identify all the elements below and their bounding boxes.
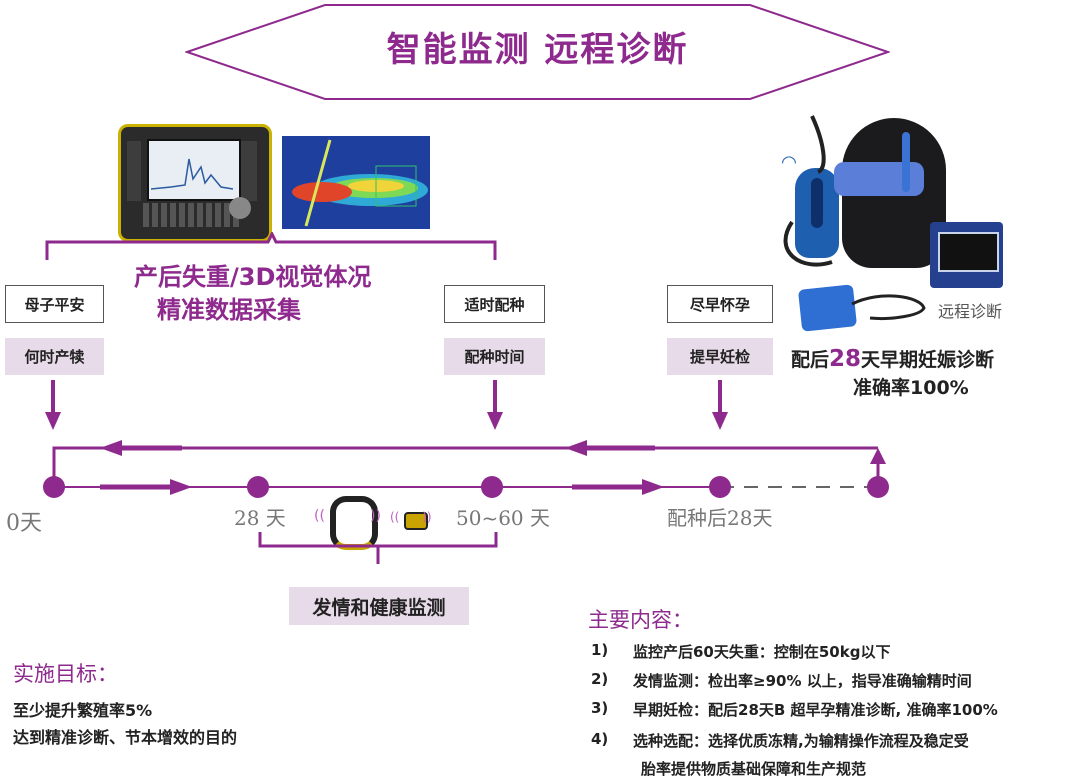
- down-arrow-1: [45, 380, 61, 430]
- goal-item-1: 至少提升繁殖率5%: [13, 701, 153, 720]
- remote-diagnosis-label: 远程诊断: [938, 302, 1003, 321]
- 3d-vision-heatmap-image: [282, 136, 430, 229]
- stage-tag-breeding-time: 配种时间: [444, 338, 545, 375]
- return-arrow-left-2: [565, 440, 655, 456]
- down-arrow-2: [487, 380, 503, 430]
- content-item-text: 发情监测：检出率≥90% 以上，指导准确输精时间: [633, 672, 972, 690]
- down-arrow-3: [712, 380, 728, 430]
- stage-tag-early-pregnancy-check: 提早妊检: [667, 338, 773, 375]
- caption-prefix: 配后: [791, 349, 830, 371]
- timeline-node-after-breeding: [709, 476, 731, 498]
- handheld-ultrasound-cable: [851, 294, 926, 320]
- stage-tag-calving-time: 何时产犊: [5, 338, 104, 375]
- stage-box-calving: 母子平安: [5, 285, 104, 323]
- page-title: 智能监测 远程诊断: [386, 30, 689, 70]
- return-arrow-left-1: [100, 440, 182, 456]
- content-item-number: 1): [591, 641, 609, 659]
- handheld-scanner-image: [118, 124, 272, 242]
- ultrasound-probe-image: [795, 168, 839, 258]
- ultrasound-headset-image: [834, 118, 946, 268]
- content-item-text: 监控产后60天失重：控制在50kg以下: [633, 643, 891, 661]
- ear-tag-sensor-image: [404, 512, 428, 530]
- content-item-number: 2): [591, 670, 609, 688]
- data-collection-caption-line1: 产后失重/3D视觉体况: [134, 263, 372, 291]
- timeline-label-after-breeding: 配种后28天: [667, 506, 773, 530]
- content-heading: 主要内容：: [588, 608, 693, 632]
- signal-waves-left: ((: [314, 508, 325, 524]
- stage-box-early-pregnancy: 尽早怀孕: [667, 285, 773, 323]
- goal-item-2: 达到精准诊断、节本增效的目的: [13, 728, 238, 747]
- timeline-node-50-60: [481, 476, 503, 498]
- timeline-node-0: [43, 476, 65, 498]
- forward-arrow-1: [100, 479, 192, 495]
- stage-box-timely-breeding: 适时配种: [444, 285, 545, 323]
- pregnancy-diagnosis-caption-line2: 准确率100%: [853, 377, 969, 399]
- timeline-label-day0: 0天: [6, 511, 42, 536]
- caption-suffix: 天早期妊娠诊断: [861, 349, 995, 371]
- content-list: 1) 监控产后60天失重：控制在50kg以下 2) 发情监测：检出率≥90% 以…: [591, 641, 1071, 781]
- content-item-number: 4): [591, 730, 609, 748]
- top-bracket: [45, 232, 497, 260]
- timeline-label-day50-60: 50~60 天: [456, 506, 551, 530]
- estrus-health-monitoring-box: 发情和健康监测: [289, 587, 469, 625]
- content-item-text: 早期妊检：配后28天B 超早孕精准诊断, 准确率100%: [633, 701, 998, 719]
- goals-heading: 实施目标：: [13, 662, 118, 686]
- forward-arrow-2: [572, 479, 664, 495]
- signal-waves-tag: (( )): [390, 510, 432, 524]
- content-item-text: 胎率提供物质基础保障和生产规范: [641, 760, 867, 778]
- timeline: [43, 440, 889, 498]
- ultrasound-console-image: [930, 222, 1003, 288]
- timeline-node-end: [867, 476, 889, 498]
- probe-cable: [783, 115, 833, 267]
- wifi-icon: ◜◝: [782, 152, 796, 173]
- data-collection-caption-line2: 精准数据采集: [157, 296, 301, 324]
- pregnancy-diagnosis-caption-line1: 配后28天早期妊娠诊断: [791, 345, 994, 372]
- timeline-label-day28: 28 天: [234, 506, 286, 530]
- title-banner: [185, 4, 890, 100]
- caption-day-number: 28: [829, 346, 862, 372]
- handheld-ultrasound-image: [797, 284, 858, 332]
- content-item-text: 选种选配：选择优质冻精,为输精操作流程及稳定受: [633, 732, 969, 750]
- estrus-bracket: [258, 532, 498, 564]
- content-item-number: 3): [591, 699, 609, 717]
- timeline-node-28: [247, 476, 269, 498]
- signal-waves-right: )): [370, 508, 381, 524]
